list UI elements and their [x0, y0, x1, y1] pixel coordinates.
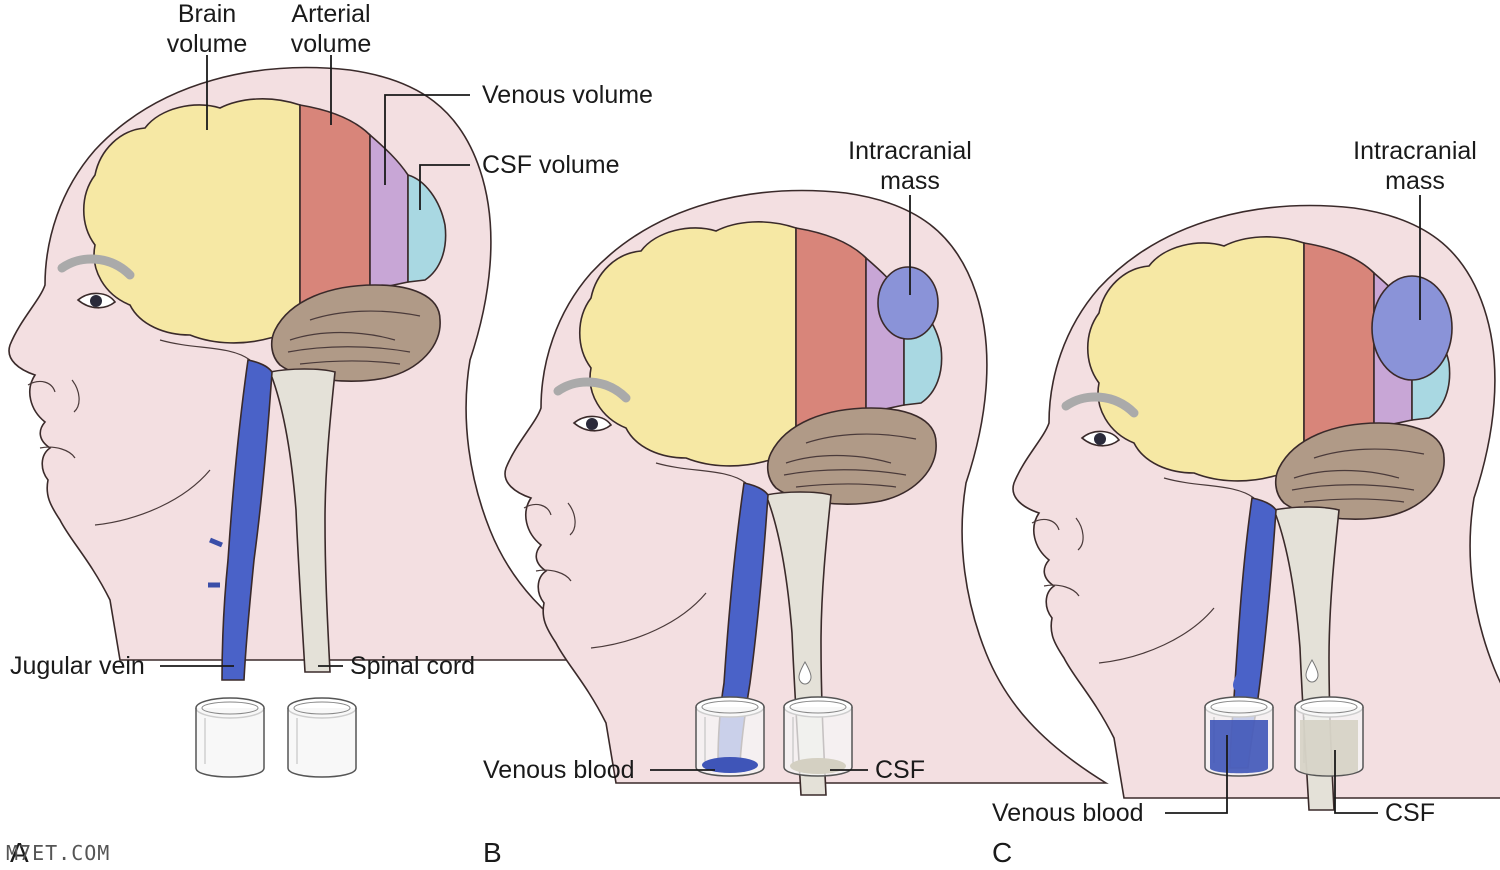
label-arterial-volume-line1: Arterial: [291, 0, 370, 28]
label-intracranial-mass-b-line1: Intracranial: [848, 137, 972, 165]
intracranial-mass-b: [877, 266, 939, 340]
label-spinal-cord: Spinal cord: [350, 652, 475, 680]
label-csf-b: CSF: [875, 756, 925, 784]
label-csf-c: CSF: [1385, 799, 1435, 827]
panel-letter-a: A: [10, 837, 29, 868]
label-intracranial-mass-b-line2: mass: [880, 167, 940, 195]
label-intracranial-mass-c-line1: Intracranial: [1353, 137, 1477, 165]
label-venous-blood-c: Venous blood: [992, 799, 1144, 827]
label-brain-volume-line2: volume: [167, 30, 248, 58]
intracranial-mass-c: [1371, 275, 1453, 381]
label-jugular-vein: Jugular vein: [10, 652, 145, 680]
panel-letter-b: B: [483, 837, 502, 868]
panel-c: [1013, 206, 1500, 810]
venous-jar-a: [195, 697, 265, 778]
label-venous-volume: Venous volume: [482, 81, 653, 109]
panel-b: [505, 191, 1106, 795]
label-csf-volume: CSF volume: [482, 151, 620, 179]
panel-letter-c: C: [992, 837, 1012, 868]
jugular-vein-a: [221, 359, 273, 681]
leader-lines: [160, 55, 1421, 814]
label-intracranial-mass-c-line2: mass: [1385, 167, 1445, 195]
watermark: M7ET.COM: [6, 841, 110, 865]
csf-jar-a: [287, 697, 357, 778]
labels: Brain volume Arterial volume Venous volu…: [6, 0, 1477, 868]
label-arterial-volume-line2: volume: [291, 30, 372, 58]
label-brain-volume-line1: Brain: [178, 0, 236, 28]
label-venous-blood-b: Venous blood: [483, 756, 635, 784]
panel-a: [9, 68, 610, 778]
